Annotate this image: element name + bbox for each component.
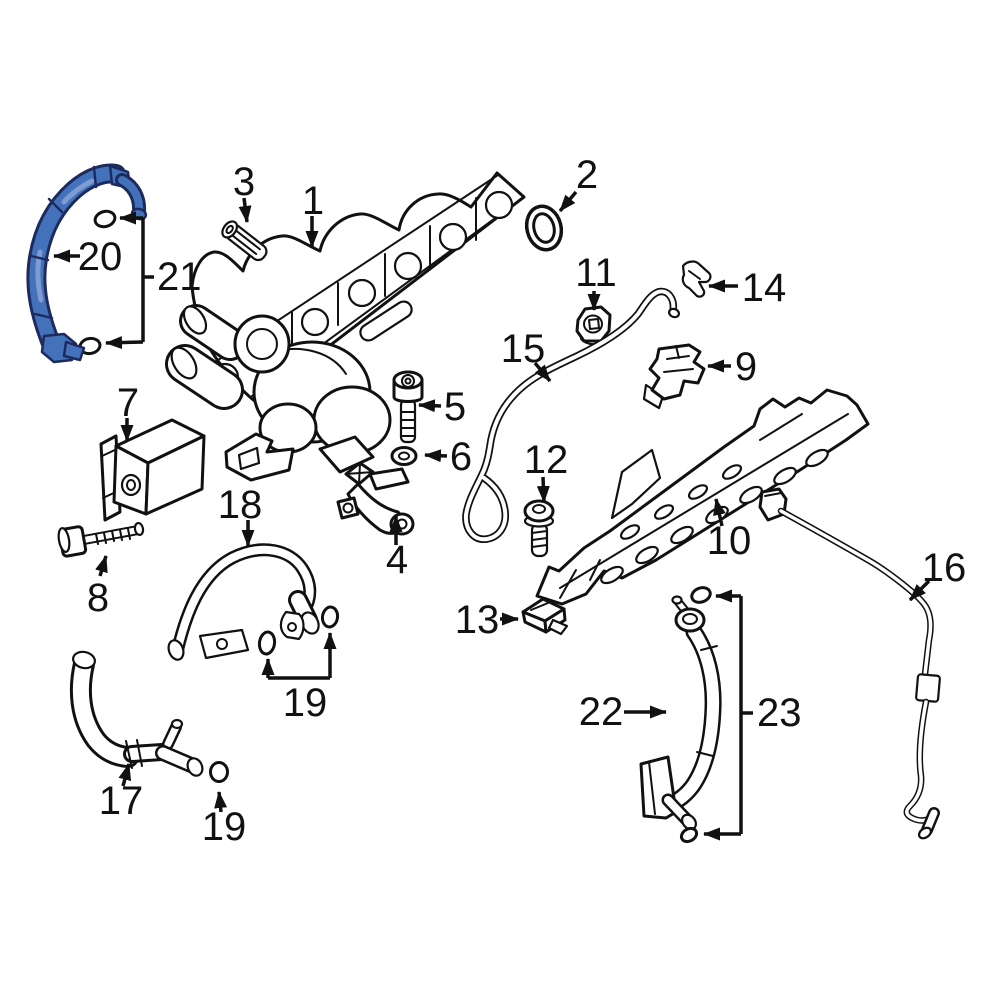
part-18-pipe-drawing xyxy=(167,543,320,661)
callout-13[interactable]: 13 xyxy=(455,598,500,642)
part-3-stud-drawing xyxy=(221,220,268,262)
callout-5[interactable]: 5 xyxy=(444,385,466,429)
part-19-oring-lower xyxy=(209,761,229,783)
callout-10[interactable]: 10 xyxy=(707,519,752,563)
callout-15[interactable]: 15 xyxy=(501,327,546,371)
leader-17 xyxy=(118,763,132,787)
callout-19-upper[interactable]: 19 xyxy=(283,681,328,725)
part-13-clip-drawing xyxy=(521,597,569,636)
part-21-oring-top xyxy=(93,209,117,229)
callout-4[interactable]: 4 xyxy=(386,538,408,582)
part-23-oring-top xyxy=(690,586,712,604)
bracket-21 xyxy=(105,211,154,350)
bracket-19-upper xyxy=(261,632,337,680)
callout-3[interactable]: 3 xyxy=(233,160,255,204)
part-7-valve-drawing xyxy=(99,418,206,522)
leader-16 xyxy=(908,579,931,602)
callout-2[interactable]: 2 xyxy=(576,153,598,197)
callout-21[interactable]: 21 xyxy=(157,255,202,299)
part-10-heat-shield-drawing xyxy=(535,388,870,606)
callout-17[interactable]: 17 xyxy=(99,779,144,823)
callout-23[interactable]: 23 xyxy=(757,691,802,735)
part-14-clip-drawing xyxy=(681,260,712,298)
part-12-screw-drawing xyxy=(523,499,555,558)
part-5-bolt-drawing xyxy=(392,370,424,444)
part-2-seal-drawing xyxy=(524,204,564,252)
callout-8[interactable]: 8 xyxy=(87,576,109,620)
leader-8 xyxy=(95,555,108,577)
part-16-pipe-drawing xyxy=(758,487,941,840)
part-22-hose-drawing xyxy=(639,595,722,831)
part-19-oring-right xyxy=(320,605,340,629)
callout-18[interactable]: 18 xyxy=(218,483,263,527)
callout-20[interactable]: 20 xyxy=(78,235,123,279)
part-19-oring-left xyxy=(257,630,277,656)
part-1-turbocharger-drawing xyxy=(165,304,392,482)
bracket-23 xyxy=(703,589,753,841)
callout-1[interactable]: 1 xyxy=(302,179,324,223)
callout-7[interactable]: 7 xyxy=(117,381,139,425)
part-20-hose-highlighted-drawing xyxy=(26,163,148,364)
leader-2 xyxy=(558,190,578,213)
leader-5 xyxy=(418,399,442,413)
part-15-pipe-drawing xyxy=(462,287,680,543)
part-9-bracket-drawing xyxy=(642,343,706,410)
callout-22[interactable]: 22 xyxy=(579,690,624,734)
callout-11[interactable]: 11 xyxy=(575,251,617,295)
part-4-bracket-drawing xyxy=(336,461,415,536)
callout-19-lower[interactable]: 19 xyxy=(202,805,247,849)
callout-16[interactable]: 16 xyxy=(922,546,967,590)
leader-12 xyxy=(536,476,550,503)
leader-19-lower xyxy=(214,791,228,813)
leader-10 xyxy=(713,498,726,527)
callout-6[interactable]: 6 xyxy=(450,435,472,479)
callout-12[interactable]: 12 xyxy=(524,438,569,482)
part-23-oring-bottom xyxy=(679,826,699,844)
part-17-hose-drawing xyxy=(69,650,204,777)
callout-14[interactable]: 14 xyxy=(742,266,787,310)
leader-3 xyxy=(238,197,252,223)
part-6-washer-drawing xyxy=(390,446,418,466)
part-8-bolt-drawing xyxy=(57,521,145,558)
leader-15 xyxy=(533,361,552,383)
callout-9[interactable]: 9 xyxy=(735,345,757,389)
leader-6 xyxy=(424,449,448,463)
